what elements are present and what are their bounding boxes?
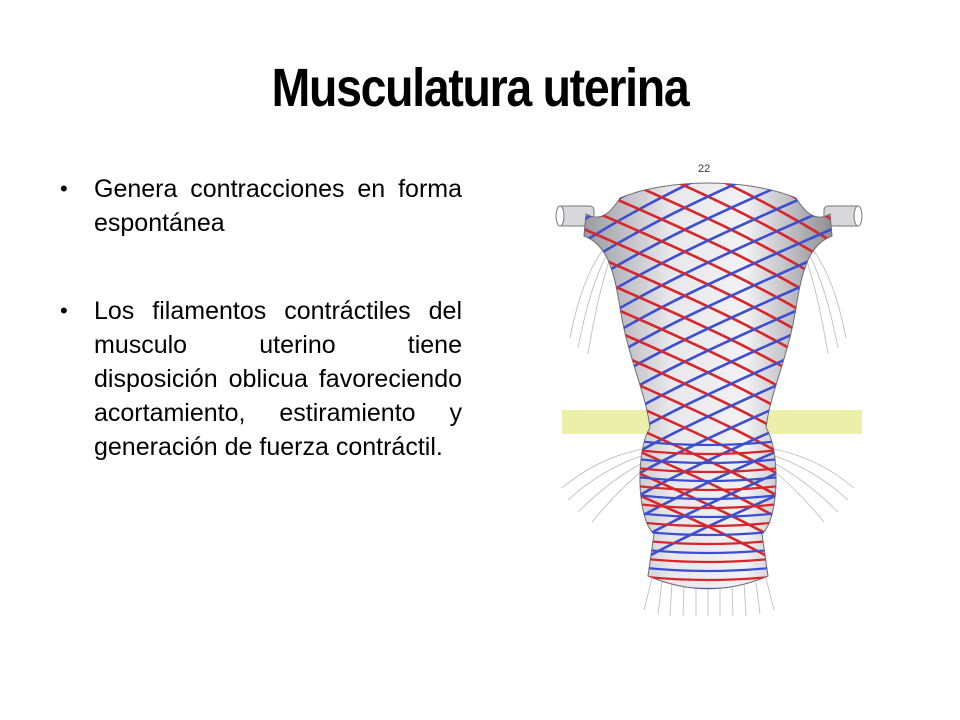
slide-title: Musculatura uterina: [271, 58, 690, 118]
bullet-dot-icon: •: [60, 176, 68, 201]
muscle-fiber: [568, 148, 848, 164]
uterus-illustration: 22: [548, 148, 870, 618]
muscle-fiber: [627, 492, 789, 501]
muscle-fiber: [627, 438, 789, 447]
muscle-fiber: [584, 183, 832, 254]
muscle-fiber: [568, 148, 848, 164]
muscle-fiber: [627, 483, 789, 492]
muscle-fiber: [584, 183, 832, 276]
bullet-item: • Los filamentos contráctiles del muscul…: [60, 294, 462, 464]
muscle-fiber: [627, 447, 789, 456]
muscle-fiber: [627, 456, 789, 465]
uterus-muscle-fibers-icon: 22: [555, 148, 863, 617]
muscle-fiber: [584, 183, 832, 254]
bullet-dot-icon: •: [60, 298, 68, 323]
bullet-text: Los filamentos contráctiles del musculo …: [94, 297, 462, 461]
ligament-fibers: [561, 242, 855, 617]
bullet-text: Genera contracciones en forma espontánea: [94, 175, 462, 237]
muscle-fiber: [627, 474, 789, 483]
muscle-fiber: [627, 501, 789, 510]
bullet-list: • Genera contracciones en forma espontán…: [60, 172, 462, 518]
muscle-fiber: [627, 465, 789, 474]
muscle-fiber: [627, 510, 789, 519]
figure-label: 22: [698, 163, 710, 175]
bullet-item: • Genera contracciones en forma espontán…: [60, 172, 462, 240]
